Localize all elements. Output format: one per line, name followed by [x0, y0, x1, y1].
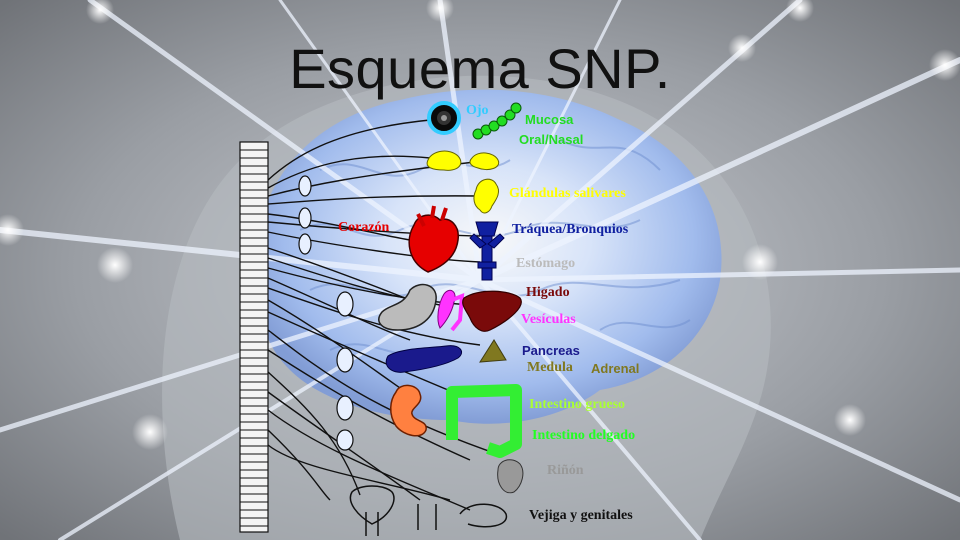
label-pancreas: Pancreas: [522, 343, 580, 358]
label-traquea: Tráquea/Bronquios: [512, 222, 629, 237]
label-vejiga: Vejiga y genitales: [529, 508, 633, 523]
pancreas-icon: [385, 345, 462, 373]
trachea-icon: [469, 221, 505, 281]
liver-icon: [462, 290, 522, 332]
bladder-icon: [349, 485, 508, 536]
label-higado: Higado: [526, 285, 570, 300]
heart-icon: [408, 205, 459, 273]
small-intestine-icon: [390, 384, 427, 437]
label-intestino-grueso: Intestino grueso: [529, 397, 626, 412]
label-intestino-delgado: Intestino delgado: [532, 428, 636, 443]
kidney-icon: [497, 459, 524, 494]
label-adrenal: Adrenal: [591, 361, 640, 376]
label-mucosa: Mucosa: [525, 112, 574, 127]
ganglia: [298, 175, 354, 451]
label-rinon: Riñón: [547, 463, 584, 478]
label-ojo: Ojo: [466, 103, 489, 118]
stomach-icon: [378, 283, 437, 331]
salivary-gland-icon: [426, 150, 500, 214]
adrenal-icon: [479, 339, 507, 363]
label-estomago: Estómago: [516, 256, 576, 271]
mucosa-icon: [472, 102, 522, 140]
slide-title: Esquema SNP.: [289, 37, 671, 100]
eye-icon: [427, 101, 461, 135]
label-vesiculas: Vesículas: [521, 312, 576, 327]
label-glandulas: Glándulas salivares: [509, 186, 626, 201]
label-oral-nasal: Oral/Nasal: [519, 132, 584, 147]
label-medula: Medula: [527, 360, 573, 375]
gallbladder-icon: [437, 289, 465, 332]
label-corazon: Corazón: [338, 220, 390, 235]
large-intestine-icon: [446, 384, 522, 458]
spinal-column-icon: [239, 141, 269, 533]
